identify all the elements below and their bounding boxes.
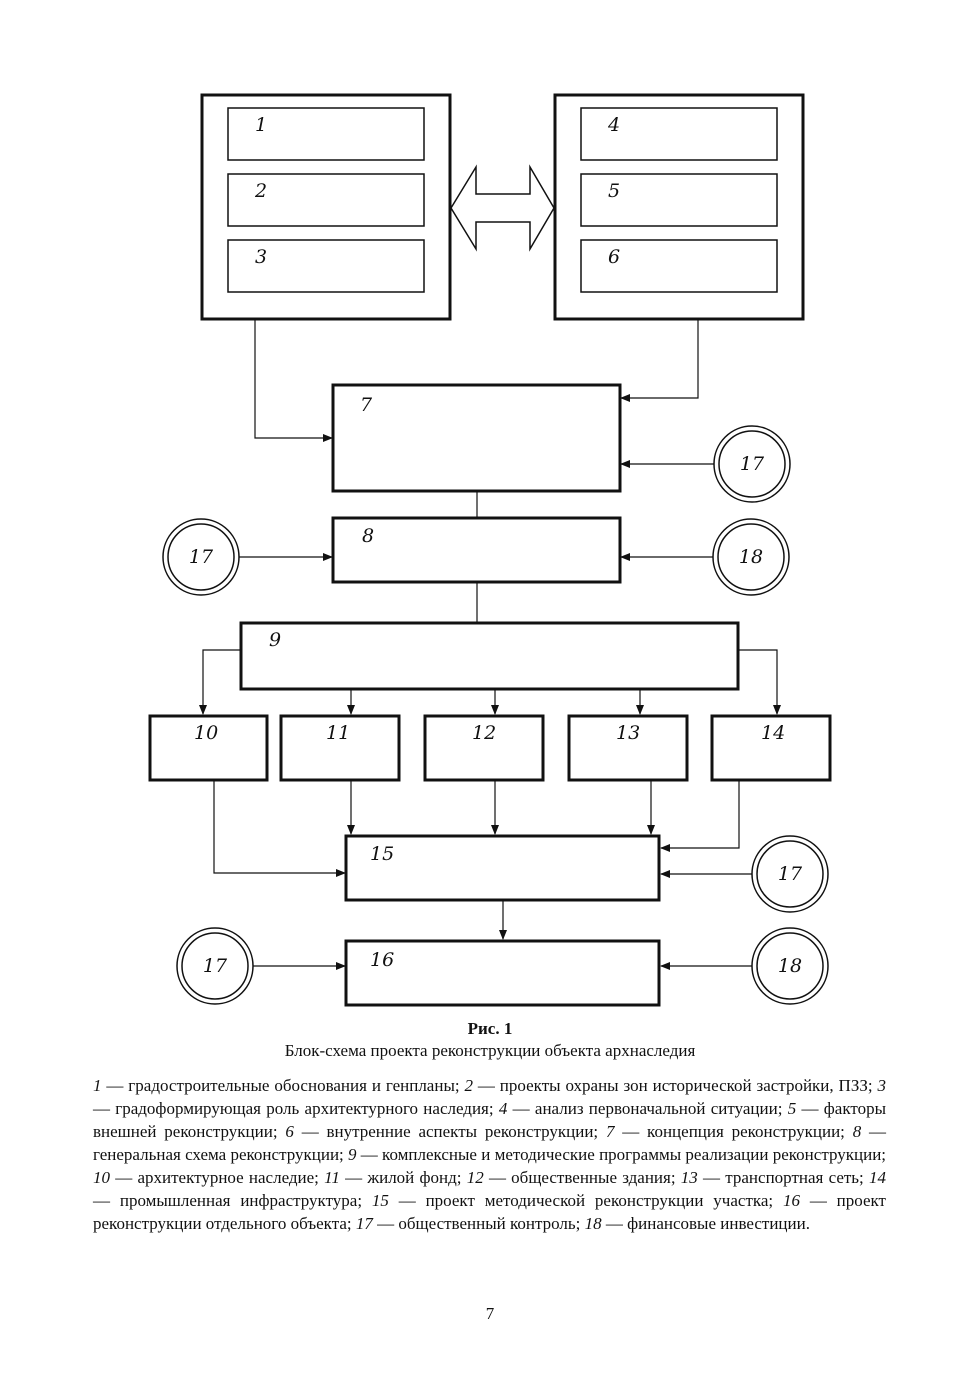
circle-18-a-label: 18 <box>739 546 763 568</box>
circle-18-a: 18 <box>712 518 790 596</box>
legend-text: — градостроительные обоснования и генпла… <box>101 1076 465 1095</box>
circle-17-d-label: 17 <box>203 955 228 977</box>
circle-17-b-label: 17 <box>189 546 214 568</box>
legend-number: 17 <box>355 1214 373 1233</box>
legend-number: 13 <box>680 1168 698 1187</box>
node-8-label: 8 <box>362 525 374 547</box>
node-5-label: 5 <box>608 180 620 202</box>
node-16-label: 16 <box>370 949 394 971</box>
legend-number: 6 <box>285 1122 294 1141</box>
node-8: 8 <box>331 516 622 584</box>
node-16: 16 <box>344 939 661 1007</box>
legend-text: — общественные здания; <box>483 1168 681 1187</box>
group-left-1-3: 1 2 3 <box>200 93 452 321</box>
legend-number: 8 <box>852 1122 862 1141</box>
legend-number: 7 <box>605 1122 615 1141</box>
legend-number: 14 <box>869 1168 887 1187</box>
legend-text: — факторы внешней реконструкции; <box>93 1099 886 1141</box>
group-right-4-6: 4 5 6 <box>553 93 805 321</box>
connector-10-to-15 <box>213 780 346 877</box>
circle-18-b: 18 <box>751 927 829 1005</box>
legend-text: — градоформирующая роль архитектурного н… <box>93 1099 499 1118</box>
circle-17-a-label: 17 <box>740 453 765 475</box>
legend-number: 3 <box>877 1076 887 1095</box>
connector-9-to-14 <box>738 649 781 715</box>
circle-17-c: 17 <box>751 835 829 913</box>
legend-text: — финансовые инвестиции. <box>601 1214 810 1233</box>
legend-number: 15 <box>371 1191 389 1210</box>
circle-17-a: 17 <box>713 425 791 503</box>
legend-text: — проект методической реконструкции учас… <box>388 1191 783 1210</box>
legend-text: — анализ первоначальной ситуации; <box>507 1099 788 1118</box>
node-10: 10 <box>148 714 269 782</box>
node-4-label: 4 <box>607 114 620 136</box>
legend-number: 5 <box>787 1099 797 1118</box>
connector-group1-to-7 <box>254 319 333 442</box>
circle-17-b: 17 <box>162 518 240 596</box>
node-1-label: 1 <box>255 114 267 136</box>
figure-subtitle: Блок-схема проекта реконструкции объекта… <box>284 1041 696 1060</box>
legend-number: 1 <box>93 1076 102 1095</box>
page-number: 7 <box>485 1304 495 1323</box>
legend-text: — концепция реконструкции; <box>614 1122 853 1141</box>
circle-18-b-label: 18 <box>778 955 802 977</box>
node-3-label: 3 <box>255 246 267 268</box>
node-11-label: 11 <box>326 722 350 744</box>
legend-number: 4 <box>498 1099 508 1118</box>
legend-number: 18 <box>584 1214 602 1233</box>
connector-9-to-10 <box>199 649 241 715</box>
figure-title: Рис. 1 <box>467 1019 513 1038</box>
node-9-label: 9 <box>269 629 281 651</box>
figure-legend: 1 — градостроительные обоснования и генп… <box>93 1074 886 1235</box>
legend-number: 11 <box>324 1168 340 1187</box>
node-11: 11 <box>279 714 401 782</box>
legend-text: — проекты охраны зон исторической застро… <box>473 1076 878 1095</box>
node-10-label: 10 <box>194 722 218 744</box>
legend-text: — общественный контроль; <box>372 1214 585 1233</box>
node-7: 7 <box>331 383 622 493</box>
node-4: 4 <box>580 107 778 161</box>
legend-text: — жилой фонд; <box>339 1168 467 1187</box>
connector-group2-to-7 <box>620 319 699 402</box>
node-1: 1 <box>227 107 425 161</box>
node-6-label: 6 <box>608 246 620 268</box>
legend-text: — генеральная схема реконструкции; <box>93 1122 887 1164</box>
node-2-label: 2 <box>254 180 267 202</box>
circle-17-c-label: 17 <box>778 863 803 885</box>
node-12: 12 <box>423 714 545 782</box>
connector-14-to-15 <box>660 780 740 852</box>
legend-text: — комплексные и методические программы р… <box>356 1145 887 1164</box>
node-7-label: 7 <box>360 394 373 416</box>
legend-text: — транспортная сеть; <box>697 1168 870 1187</box>
legend-number: 12 <box>466 1168 484 1187</box>
block-diagram: 1 2 3 4 5 6 7 <box>148 93 832 1007</box>
node-12-label: 12 <box>472 722 496 744</box>
legend-number: 10 <box>93 1168 110 1187</box>
node-2: 2 <box>227 173 425 227</box>
node-6: 6 <box>580 239 778 293</box>
node-14: 14 <box>710 714 832 782</box>
node-13: 13 <box>567 714 689 782</box>
legend-text: — архитектурное наследие; <box>110 1168 325 1187</box>
double-arrow-icon <box>450 164 555 252</box>
circle-17-d: 17 <box>176 927 254 1005</box>
figure-caption: Рис. 1 Блок-схема проекта реконструкции … <box>0 1018 980 1062</box>
legend-number: 2 <box>464 1076 474 1095</box>
node-5: 5 <box>580 173 778 227</box>
node-15: 15 <box>344 834 661 902</box>
node-9: 9 <box>239 621 740 691</box>
legend-text: — проект реконструкции отдельного объект… <box>93 1191 886 1233</box>
legend-number: 16 <box>782 1191 800 1210</box>
legend-text: — внутренние аспекты реконструкции; <box>293 1122 606 1141</box>
legend-number: 9 <box>348 1145 357 1164</box>
node-14-label: 14 <box>761 722 785 744</box>
node-3: 3 <box>227 239 425 293</box>
legend-text: — промышленная инфраструктура; <box>93 1191 372 1210</box>
node-13-label: 13 <box>616 722 640 744</box>
node-15-label: 15 <box>370 843 394 865</box>
